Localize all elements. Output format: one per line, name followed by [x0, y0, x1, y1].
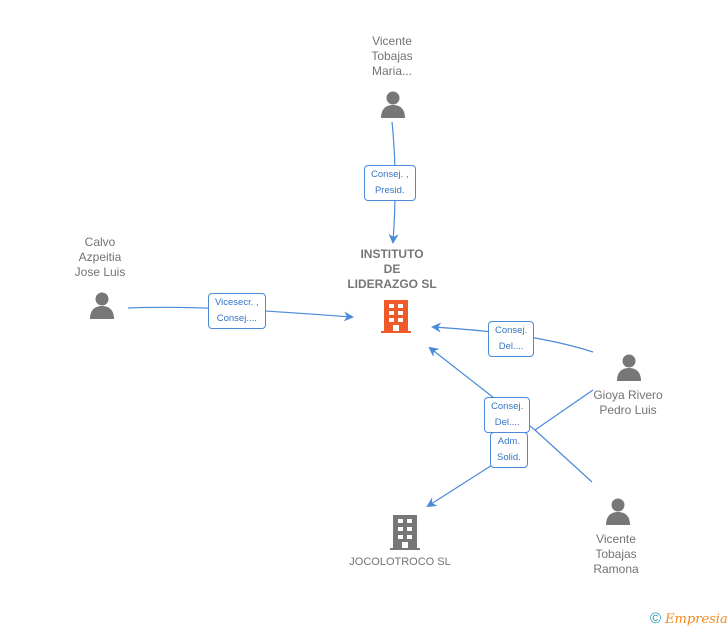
edge-to-jocolotroco: [426, 459, 501, 508]
edge-ramona-to-instituto: [534, 429, 593, 483]
person-icon[interactable]: [604, 497, 632, 525]
main-company-label[interactable]: INSTITUTO DE LIDERAZGO SL: [347, 247, 437, 291]
person-label-gioya[interactable]: Gioya Rivero Pedro Luis: [593, 388, 663, 417]
person-icon[interactable]: [88, 291, 116, 319]
person-icon[interactable]: [379, 90, 407, 118]
role-label[interactable]: Consej. Del....: [484, 397, 531, 433]
person-label-maria[interactable]: Vicente Tobajas Maria...: [371, 34, 413, 78]
copyright: ©Empresia: [650, 610, 728, 627]
role-label[interactable]: Consej. Del....: [488, 321, 535, 357]
role-label[interactable]: Consej. , Presid.: [364, 165, 416, 201]
person-label-ramona[interactable]: Vicente Tobajas Ramona: [593, 532, 639, 576]
building-icon-main[interactable]: [380, 300, 412, 333]
role-label[interactable]: Vicesecr. , Consej....: [208, 293, 266, 329]
copyright-icon: ©: [650, 610, 662, 627]
company-label-jocolotroco[interactable]: JOCOLOTROCO SL: [349, 556, 451, 568]
building-icon-jocolotroco[interactable]: [389, 515, 421, 550]
person-icon[interactable]: [615, 353, 643, 381]
person-label-calvo[interactable]: Calvo Azpeitia Jose Luis: [74, 235, 126, 279]
brand-logo[interactable]: Empresia: [665, 612, 728, 627]
role-label[interactable]: Adm. Solid.: [490, 432, 528, 468]
